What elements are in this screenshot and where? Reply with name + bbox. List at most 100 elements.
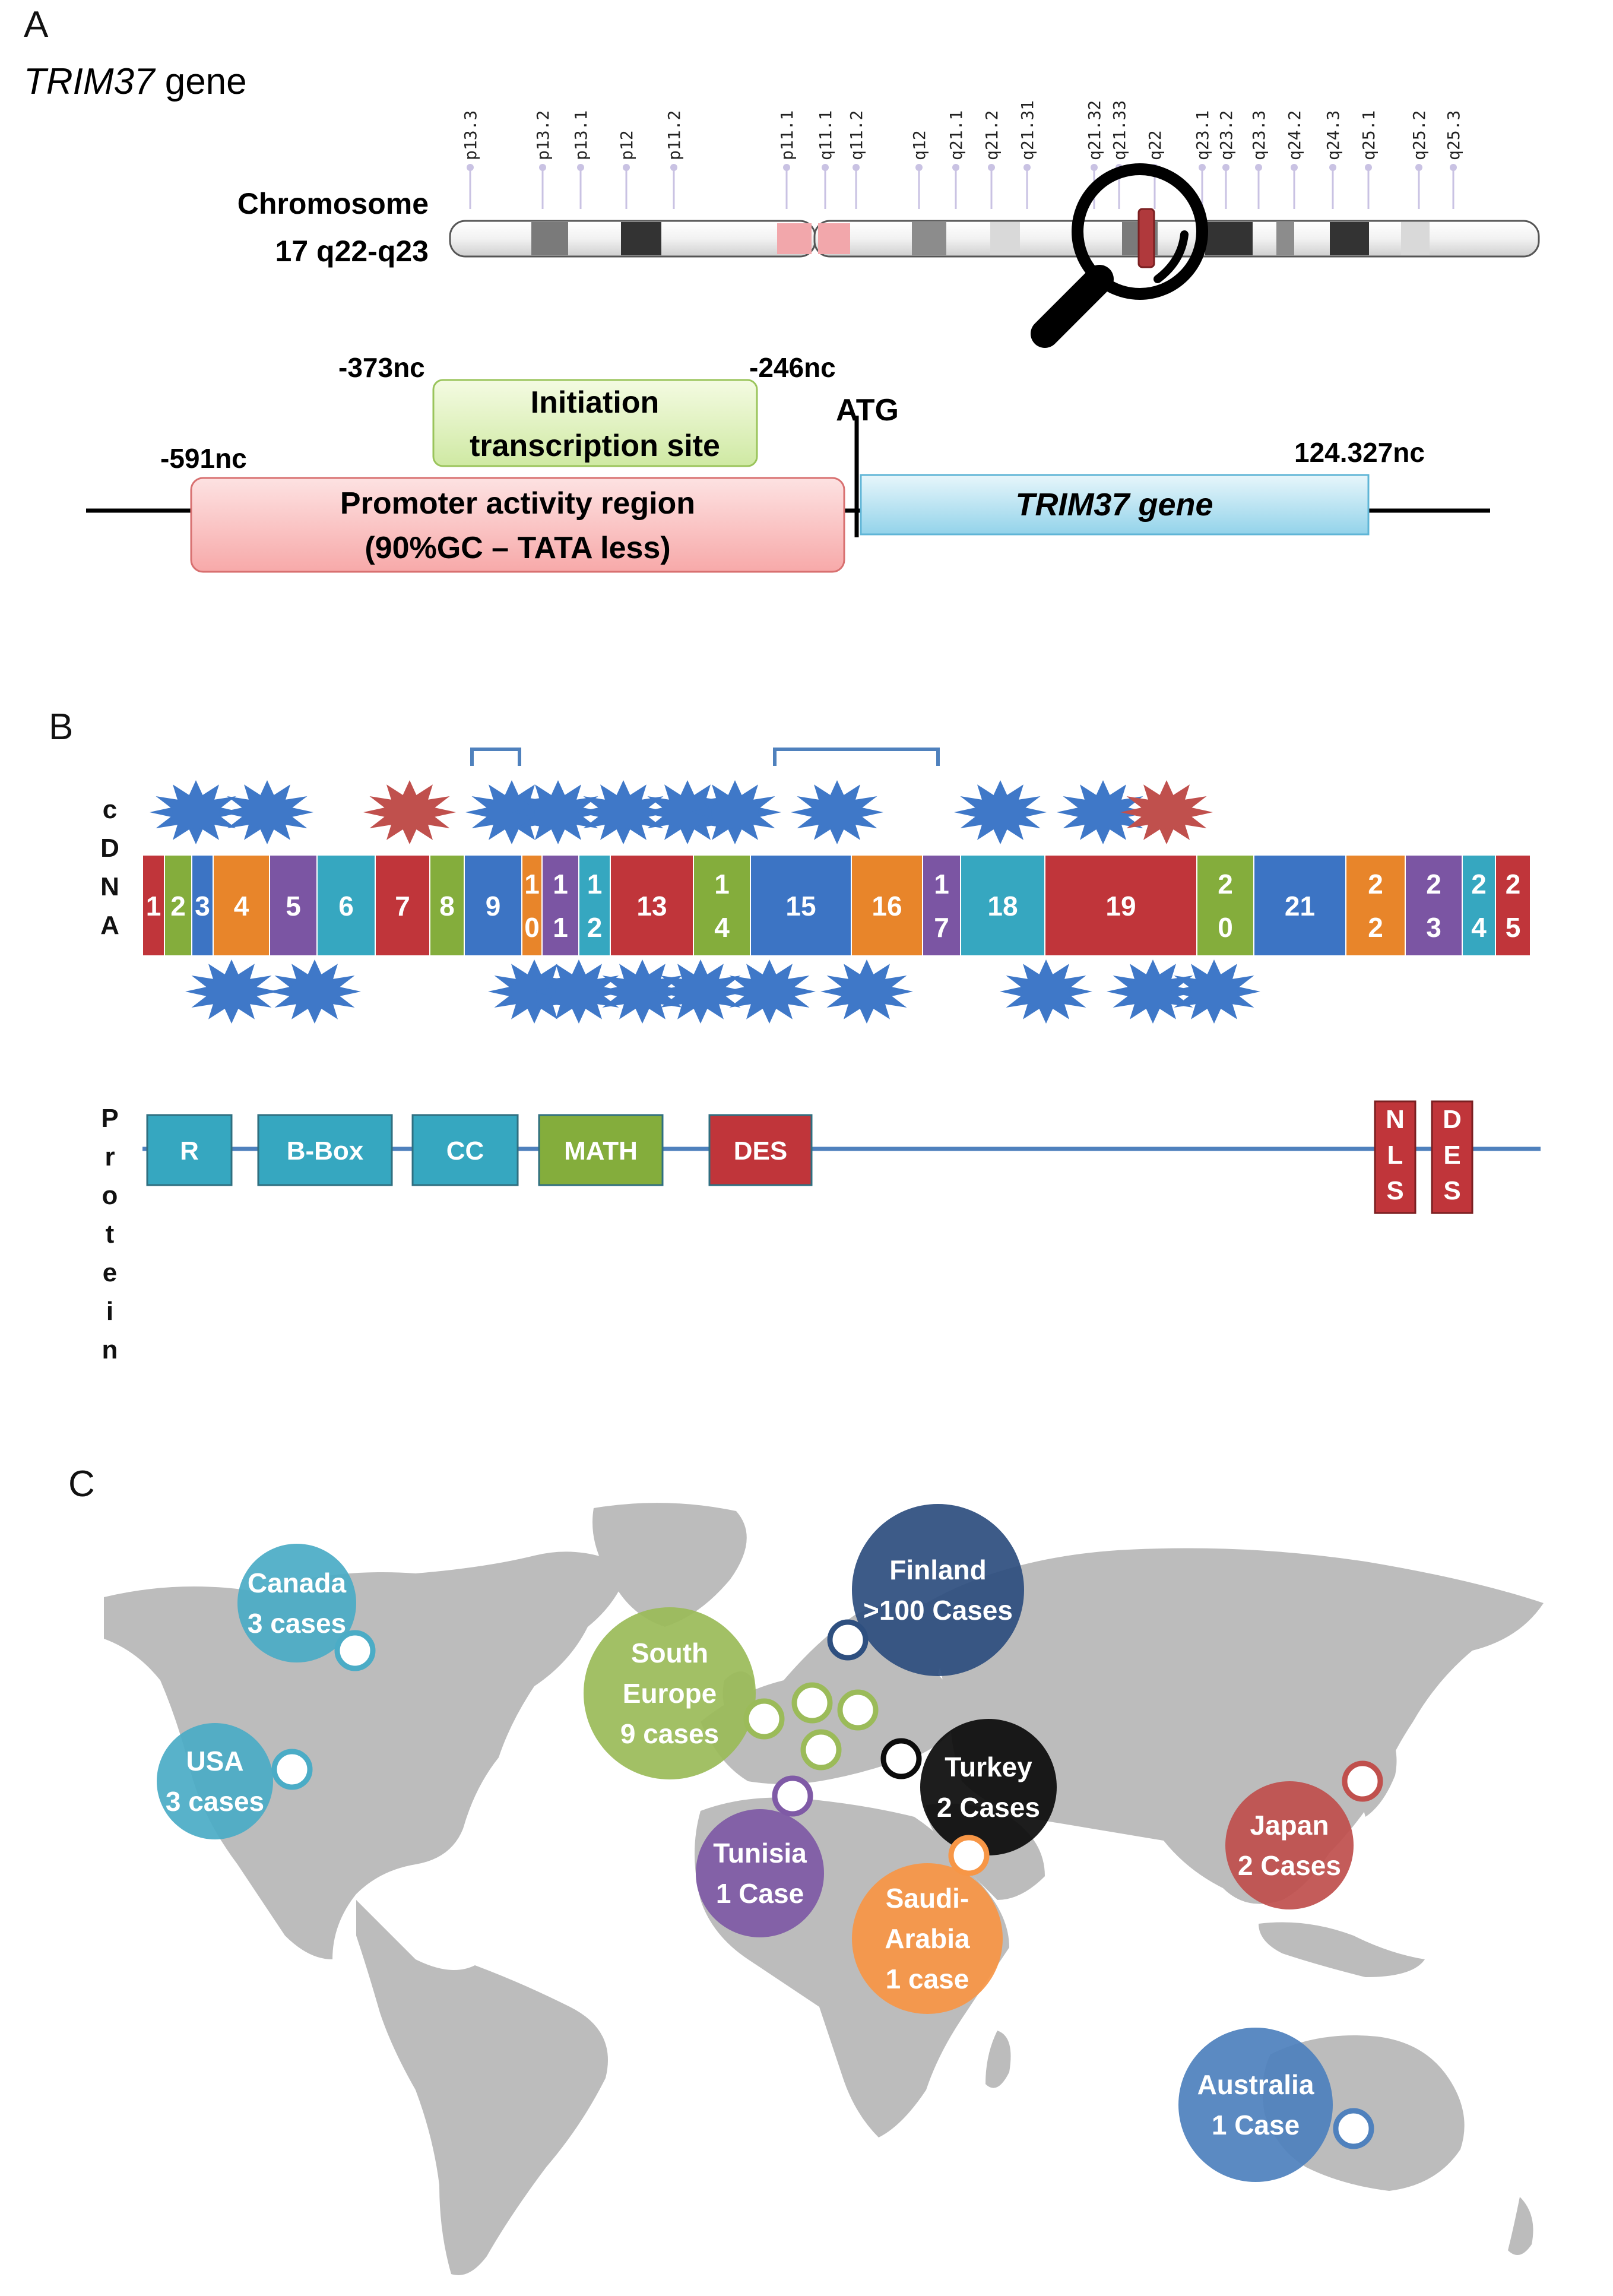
map-north-america	[104, 1551, 629, 1959]
country-location-marker	[1333, 2108, 1374, 2149]
exon-number-bottom: 7	[934, 912, 949, 943]
atg-label: ATG	[836, 393, 899, 427]
protein-signal-letter: N	[1386, 1105, 1405, 1134]
position-246: -246nc	[749, 352, 836, 383]
country-location-marker	[827, 1619, 869, 1661]
exon-number-top: 1	[524, 869, 540, 900]
band-label: q21.1	[946, 110, 966, 160]
exon-box	[960, 854, 1045, 957]
exon-number-bottom: 4	[1471, 912, 1487, 943]
title-gene-word: gene	[154, 61, 246, 102]
mutation-marker-core	[243, 796, 291, 829]
mutation-marker-core	[172, 796, 220, 829]
protein-domain-label: MATH	[564, 1136, 638, 1166]
band-label: q21.32	[1085, 100, 1104, 160]
exon-box	[541, 854, 579, 957]
exon-number: 15	[785, 891, 816, 921]
band-tick-dot	[1291, 164, 1298, 171]
mutation-marker-core	[977, 796, 1024, 829]
exon-box	[213, 854, 270, 957]
exon-number: 8	[439, 891, 455, 921]
band-tick-dot	[577, 164, 584, 171]
country-label: USA	[186, 1746, 243, 1776]
protein-letter: o	[102, 1181, 118, 1210]
exon-number-bottom: 5	[1506, 912, 1521, 943]
exon-number-top: 2	[1368, 869, 1383, 900]
exon-number: 21	[1285, 891, 1315, 921]
country-location-marker	[837, 1689, 879, 1731]
mutation-marker-core	[619, 975, 666, 1008]
band-tick-dot	[1329, 164, 1336, 171]
protein-letter: t	[106, 1220, 115, 1249]
protein-domain-label: DES	[734, 1136, 787, 1166]
band-label: q21.2	[982, 110, 1002, 160]
mutation-marker-core	[1079, 796, 1127, 829]
panel-b-letter: B	[49, 707, 73, 748]
protein-domain-box	[538, 1114, 664, 1186]
exon-number: 3	[195, 891, 210, 921]
country-location-marker	[880, 1738, 922, 1779]
band-tick-dot	[1222, 164, 1229, 171]
country-location-marker	[271, 1749, 313, 1790]
cdna-letter: c	[103, 795, 117, 824]
mutation-marker-core	[555, 975, 603, 1008]
country-bubble	[157, 1723, 273, 1839]
chromosome-ideogram	[449, 208, 1540, 268]
panel-a-title: TRIM37 gene	[24, 61, 247, 102]
band-label: q12	[910, 130, 929, 160]
country-bubble	[237, 1544, 356, 1662]
exon-box	[464, 854, 522, 957]
protein-signal-letter: S	[1443, 1176, 1460, 1205]
protein-domain-label: R	[180, 1136, 199, 1166]
country-label: 1 case	[886, 1964, 969, 1994]
protein-domain-box	[411, 1114, 519, 1186]
exon-number-bottom: 2	[587, 912, 603, 943]
panel-c: C	[68, 1464, 1544, 2275]
exon-box	[922, 854, 961, 957]
country-label: Arabia	[885, 1923, 970, 1954]
exon-number: 16	[872, 891, 902, 921]
map-asia	[926, 1548, 1544, 1904]
exon-number: 7	[395, 891, 410, 921]
protein-signal-letter: D	[1443, 1105, 1462, 1134]
country-label: 1 Case	[716, 1878, 804, 1909]
band-label: q25.3	[1444, 110, 1463, 160]
protein-letter: r	[104, 1142, 115, 1171]
position-373: -373nc	[338, 352, 425, 383]
band-tick-dot	[1023, 164, 1031, 171]
exon-number: 13	[636, 891, 667, 921]
band-label: q11.2	[847, 110, 866, 160]
protein-domain-label: CC	[446, 1136, 484, 1166]
country-label: Japan	[1250, 1810, 1329, 1841]
panel-c-letter: C	[68, 1464, 95, 1505]
panel-a-letter: A	[24, 4, 49, 45]
country-label: >100 Cases	[863, 1595, 1013, 1626]
initiation-label: Initiation	[531, 385, 660, 420]
band-tick-dot	[822, 164, 829, 171]
country-label: 9 cases	[620, 1718, 719, 1749]
chromosome-region-label: 17 q22-q23	[275, 235, 429, 268]
exon-number: 6	[338, 891, 354, 921]
exon-box	[375, 854, 430, 957]
country-location-marker	[334, 1630, 376, 1671]
exon-box	[1345, 854, 1406, 957]
country-bubble	[1225, 1781, 1354, 1909]
chromosome-label: Chromosome	[237, 187, 429, 220]
initiation-sublabel: transcription site	[470, 429, 720, 463]
gene-box	[860, 474, 1370, 536]
country-label: Europe	[623, 1678, 717, 1709]
promoter-sublabel: (90%GC – TATA less)	[365, 531, 670, 565]
exon-number: 2	[170, 891, 186, 921]
protein-letter: i	[106, 1297, 113, 1326]
exon-number-bottom: 2	[1368, 912, 1383, 943]
cdna-letter: D	[100, 834, 119, 863]
mutation-marker-core	[1190, 975, 1238, 1008]
protein-signal-letter: S	[1386, 1176, 1403, 1205]
exon-box	[1196, 854, 1254, 957]
exon-number-bottom: 4	[714, 912, 730, 943]
protein-letter: e	[103, 1258, 117, 1287]
